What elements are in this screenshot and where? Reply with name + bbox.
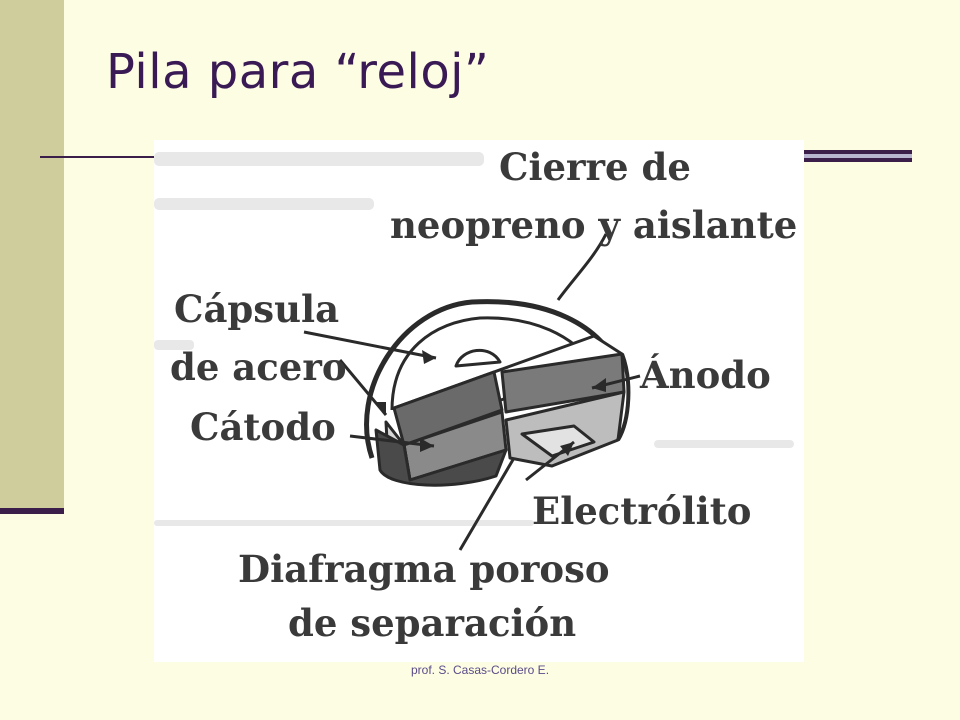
label-diafragma-line1: Diafragma poroso xyxy=(238,547,610,591)
title-rule-left xyxy=(40,156,160,158)
leader-capsula-2 xyxy=(338,359,388,416)
sidebar-bottom-bar xyxy=(0,508,64,514)
slide-sidebar xyxy=(0,0,64,512)
label-cierre-line1: Cierre de xyxy=(499,145,691,189)
arrowhead-capsula-2 xyxy=(376,402,386,415)
slide-footer: prof. S. Casas-Cordero E. xyxy=(410,663,550,677)
leader-capsula-1 xyxy=(303,330,437,360)
anode-front-left xyxy=(392,370,504,447)
coin-cell-illustration xyxy=(364,299,631,487)
label-capsula-line1: Cápsula xyxy=(174,287,339,331)
leader-diafragma xyxy=(458,457,516,551)
label-anodo: Ánodo xyxy=(639,353,771,397)
arrowhead-electrolito xyxy=(560,442,574,456)
can-body xyxy=(374,428,508,487)
leader-arrowheads xyxy=(376,350,606,456)
title-rule-right xyxy=(790,150,912,162)
arrowhead-anodo xyxy=(592,378,606,392)
arrowhead-capsula xyxy=(422,350,436,364)
electrolyte-dots xyxy=(520,424,596,458)
label-catodo: Cátodo xyxy=(190,405,336,449)
slide-title: Pila para “reloj” xyxy=(106,44,490,100)
can-right-edge xyxy=(616,353,631,442)
label-diafragma-line2: de separación xyxy=(288,601,576,645)
battery-diagram: Cierre de neopreno y aislante Cápsula de… xyxy=(154,140,804,662)
scan-background-texture xyxy=(154,152,794,526)
label-capsula-line2: de acero xyxy=(170,345,347,389)
arrowhead-catodo xyxy=(420,438,434,452)
seal-rim-inner xyxy=(390,316,596,411)
label-cierre-line2: neopreno y aislante xyxy=(390,203,797,247)
top-dome xyxy=(454,348,502,368)
battery-diagram-svg: Cierre de neopreno y aislante Cápsula de… xyxy=(154,145,797,645)
leader-cierre xyxy=(556,233,608,301)
label-electrolito: Electrólito xyxy=(532,489,751,533)
